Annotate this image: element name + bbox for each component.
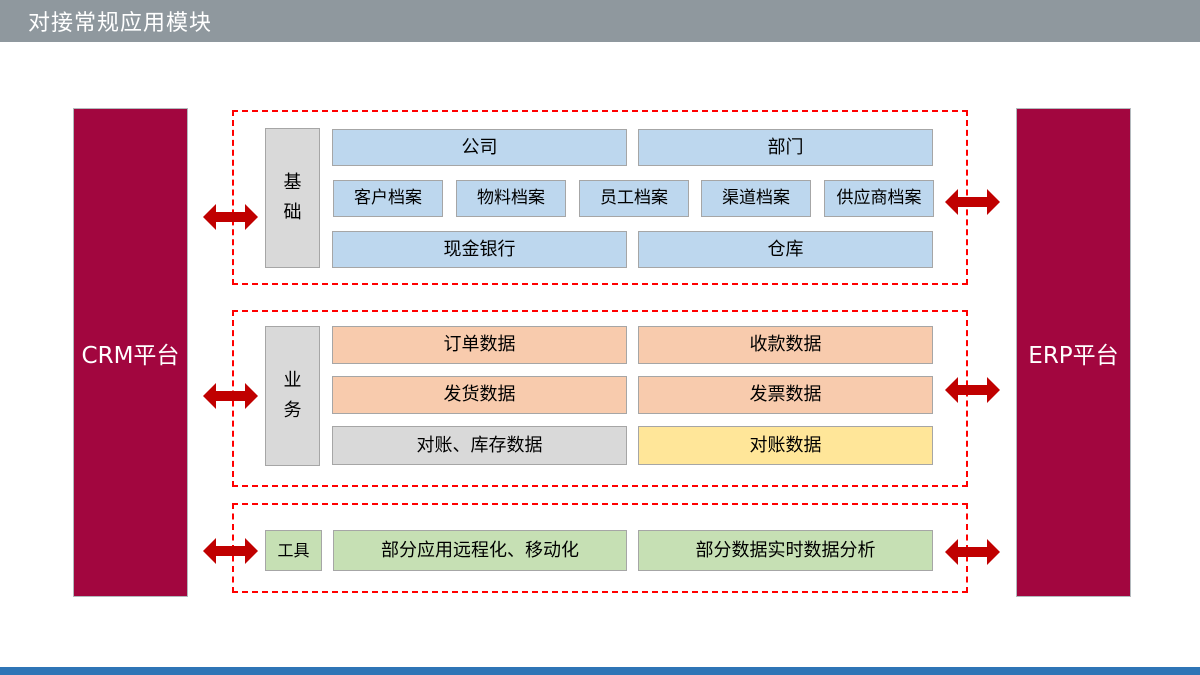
- module-shipping-data: 发货数据: [332, 376, 627, 414]
- module-material-files-label: 物料档案: [477, 188, 545, 209]
- group-label-tools: 工具: [265, 530, 322, 571]
- erp-platform-box: ERP平台: [1016, 108, 1131, 597]
- module-realtime-analysis: 部分数据实时数据分析: [638, 530, 933, 571]
- module-realtime-analysis-label: 部分数据实时数据分析: [695, 539, 876, 561]
- module-invoice-data-label: 发票数据: [749, 384, 822, 406]
- module-remote-mobile-label: 部分应用远程化、移动化: [381, 539, 579, 561]
- module-receipt-data: 收款数据: [638, 326, 933, 364]
- module-cash-bank: 现金银行: [332, 231, 627, 268]
- double-arrow-icon-right-tools: [945, 539, 1000, 565]
- erp-platform-label: ERP平台: [1028, 342, 1119, 369]
- module-order-data-label: 订单数据: [443, 334, 516, 356]
- module-shipping-data-label: 发货数据: [443, 384, 516, 406]
- module-company: 公司: [332, 129, 627, 166]
- double-arrow-icon-left-tools: [203, 538, 258, 564]
- group-label-business-text: 业务: [283, 370, 302, 421]
- module-supplier-files-label: 供应商档案: [836, 188, 922, 209]
- module-warehouse-label: 仓库: [767, 238, 804, 260]
- module-receipt-data-label: 收款数据: [749, 334, 822, 356]
- module-warehouse: 仓库: [638, 231, 933, 268]
- module-employee-files: 员工档案: [579, 180, 689, 217]
- module-remote-mobile: 部分应用远程化、移动化: [333, 530, 627, 571]
- page-title: 对接常规应用模块: [28, 11, 213, 36]
- double-arrow-icon-left-basic: [203, 204, 258, 230]
- module-channel-files: 渠道档案: [701, 180, 811, 217]
- module-employee-files-label: 员工档案: [600, 188, 668, 209]
- module-supplier-files: 供应商档案: [824, 180, 934, 217]
- module-reconciliation-inventory-data: 对账、库存数据: [332, 426, 627, 465]
- group-label-business: 业务: [265, 326, 320, 466]
- module-material-files: 物料档案: [456, 180, 566, 217]
- group-label-basic: 基础: [265, 128, 320, 268]
- double-arrow-icon-right-business: [945, 377, 1000, 403]
- bottom-accent-bar: [0, 667, 1200, 675]
- module-department: 部门: [638, 129, 933, 166]
- title-bar: 对接常规应用模块: [0, 0, 1200, 42]
- module-channel-files-label: 渠道档案: [722, 188, 790, 209]
- double-arrow-icon-left-business: [203, 383, 258, 409]
- module-department-label: 部门: [767, 136, 804, 158]
- module-customer-files: 客户档案: [333, 180, 443, 217]
- module-company-label: 公司: [461, 136, 498, 158]
- group-label-basic-text: 基础: [283, 172, 302, 223]
- module-invoice-data: 发票数据: [638, 376, 933, 414]
- module-reconciliation-data: 对账数据: [638, 426, 933, 465]
- module-order-data: 订单数据: [332, 326, 627, 364]
- crm-platform-box: CRM平台: [73, 108, 188, 597]
- module-reconciliation-inventory-data-label: 对账、库存数据: [416, 434, 543, 456]
- crm-platform-label: CRM平台: [81, 342, 180, 369]
- module-reconciliation-data-label: 对账数据: [749, 434, 822, 456]
- group-label-tools-text: 工具: [277, 540, 310, 560]
- module-customer-files-label: 客户档案: [354, 188, 422, 209]
- module-cash-bank-label: 现金银行: [443, 238, 516, 260]
- double-arrow-icon-right-basic: [945, 189, 1000, 215]
